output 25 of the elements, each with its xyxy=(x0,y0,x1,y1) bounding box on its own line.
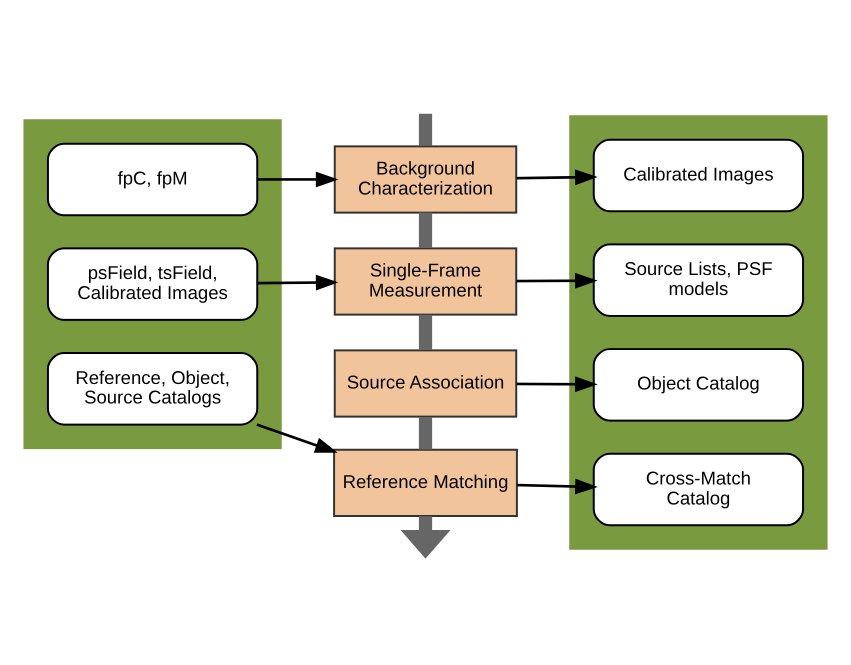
node-box: Cross-Match Catalog xyxy=(592,452,804,526)
node-box: Single-Frame Measurement xyxy=(334,247,518,316)
node-box: fpC, fpM xyxy=(46,142,258,216)
arrow xyxy=(516,272,598,289)
node-box: Reference, Object, Source Catalogs xyxy=(46,352,258,426)
arrow xyxy=(516,376,598,392)
connector xyxy=(418,212,432,248)
arrow xyxy=(258,172,338,188)
arrow xyxy=(400,516,451,559)
arrow xyxy=(517,478,598,494)
arrow xyxy=(256,423,338,453)
connector xyxy=(418,314,432,350)
node-box: Source Lists, PSF models xyxy=(592,243,804,317)
node-box: Calibrated Images xyxy=(592,138,804,212)
connector xyxy=(418,114,432,146)
arrow xyxy=(516,169,598,186)
node-box: Background Characterization xyxy=(334,145,518,214)
cluster xyxy=(23,119,282,450)
node-box: psField, tsField, Calibrated Images xyxy=(46,247,258,321)
node-box: Object Catalog xyxy=(592,348,804,422)
connector xyxy=(418,417,432,450)
node-box: Source Association xyxy=(334,349,518,418)
node-box: Reference Matching xyxy=(333,448,518,517)
arrow xyxy=(258,274,338,290)
cluster xyxy=(569,115,828,550)
